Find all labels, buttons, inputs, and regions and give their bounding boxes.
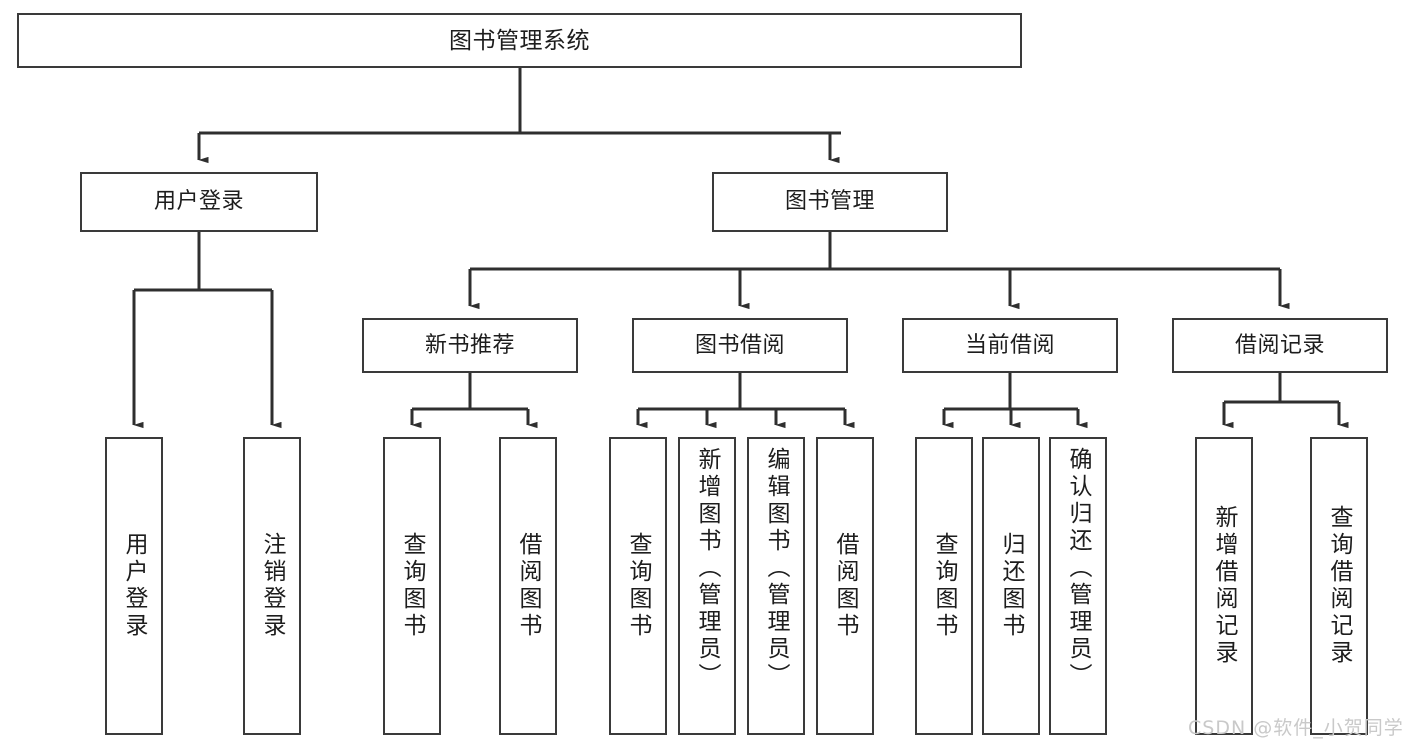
node-leaf-edit-book[interactable]: 编辑图书（管理员） [747, 437, 805, 735]
node-root[interactable]: 图书管理系统 [17, 13, 1022, 68]
node-borrow-record[interactable]: 借阅记录 [1172, 318, 1388, 373]
node-leaf-query-book-3-label: 查询图书 [931, 532, 957, 640]
node-book-manage-label: 图书管理 [784, 189, 875, 214]
node-new-book-recommendation-label: 新书推荐 [424, 332, 515, 358]
node-borrow-record-label: 借阅记录 [1234, 332, 1325, 358]
node-leaf-return-book-label: 归还图书 [998, 532, 1024, 640]
node-leaf-query-borrow-record[interactable]: 查询借阅记录 [1310, 437, 1368, 735]
csdn-watermark: CSDN @软件_小贺同学 [1188, 717, 1404, 739]
node-leaf-query-book-3[interactable]: 查询图书 [915, 437, 973, 735]
node-leaf-query-book-2-label: 查询图书 [625, 532, 651, 640]
node-current-borrow-label: 当前借阅 [964, 332, 1055, 358]
node-leaf-return-book[interactable]: 归还图书 [982, 437, 1040, 735]
node-leaf-add-borrow-record[interactable]: 新增借阅记录 [1195, 437, 1253, 735]
node-user-login-label: 用户登录 [153, 189, 244, 214]
node-leaf-query-book-1[interactable]: 查询图书 [383, 437, 441, 735]
node-new-book-recommendation[interactable]: 新书推荐 [362, 318, 578, 373]
node-leaf-borrow-book-1-label: 借阅图书 [515, 532, 541, 640]
node-leaf-query-book-2[interactable]: 查询图书 [609, 437, 667, 735]
node-leaf-borrow-book-2-label: 借阅图书 [832, 532, 858, 640]
node-leaf-logout-label: 注销登录 [259, 532, 285, 640]
node-book-borrow[interactable]: 图书借阅 [632, 318, 848, 373]
node-leaf-confirm-return-label: 确认归还（管理员） [1065, 447, 1091, 690]
node-root-label: 图书管理系统 [449, 27, 590, 54]
node-leaf-user-login[interactable]: 用户登录 [105, 437, 163, 735]
node-book-manage[interactable]: 图书管理 [712, 172, 948, 232]
node-leaf-add-book[interactable]: 新增图书（管理员） [678, 437, 736, 735]
node-leaf-edit-book-label: 编辑图书（管理员） [763, 447, 789, 690]
node-leaf-confirm-return[interactable]: 确认归还（管理员） [1049, 437, 1107, 735]
node-leaf-user-login-label: 用户登录 [121, 532, 147, 640]
node-leaf-borrow-book-1[interactable]: 借阅图书 [499, 437, 557, 735]
node-leaf-logout[interactable]: 注销登录 [243, 437, 301, 735]
node-leaf-add-borrow-record-label: 新增借阅记录 [1211, 505, 1237, 667]
node-book-borrow-label: 图书借阅 [694, 332, 785, 358]
node-user-login[interactable]: 用户登录 [80, 172, 318, 232]
node-current-borrow[interactable]: 当前借阅 [902, 318, 1118, 373]
node-leaf-borrow-book-2[interactable]: 借阅图书 [816, 437, 874, 735]
node-leaf-query-borrow-record-label: 查询借阅记录 [1326, 505, 1352, 667]
node-leaf-add-book-label: 新增图书（管理员） [694, 447, 720, 690]
node-leaf-query-book-1-label: 查询图书 [399, 532, 425, 640]
